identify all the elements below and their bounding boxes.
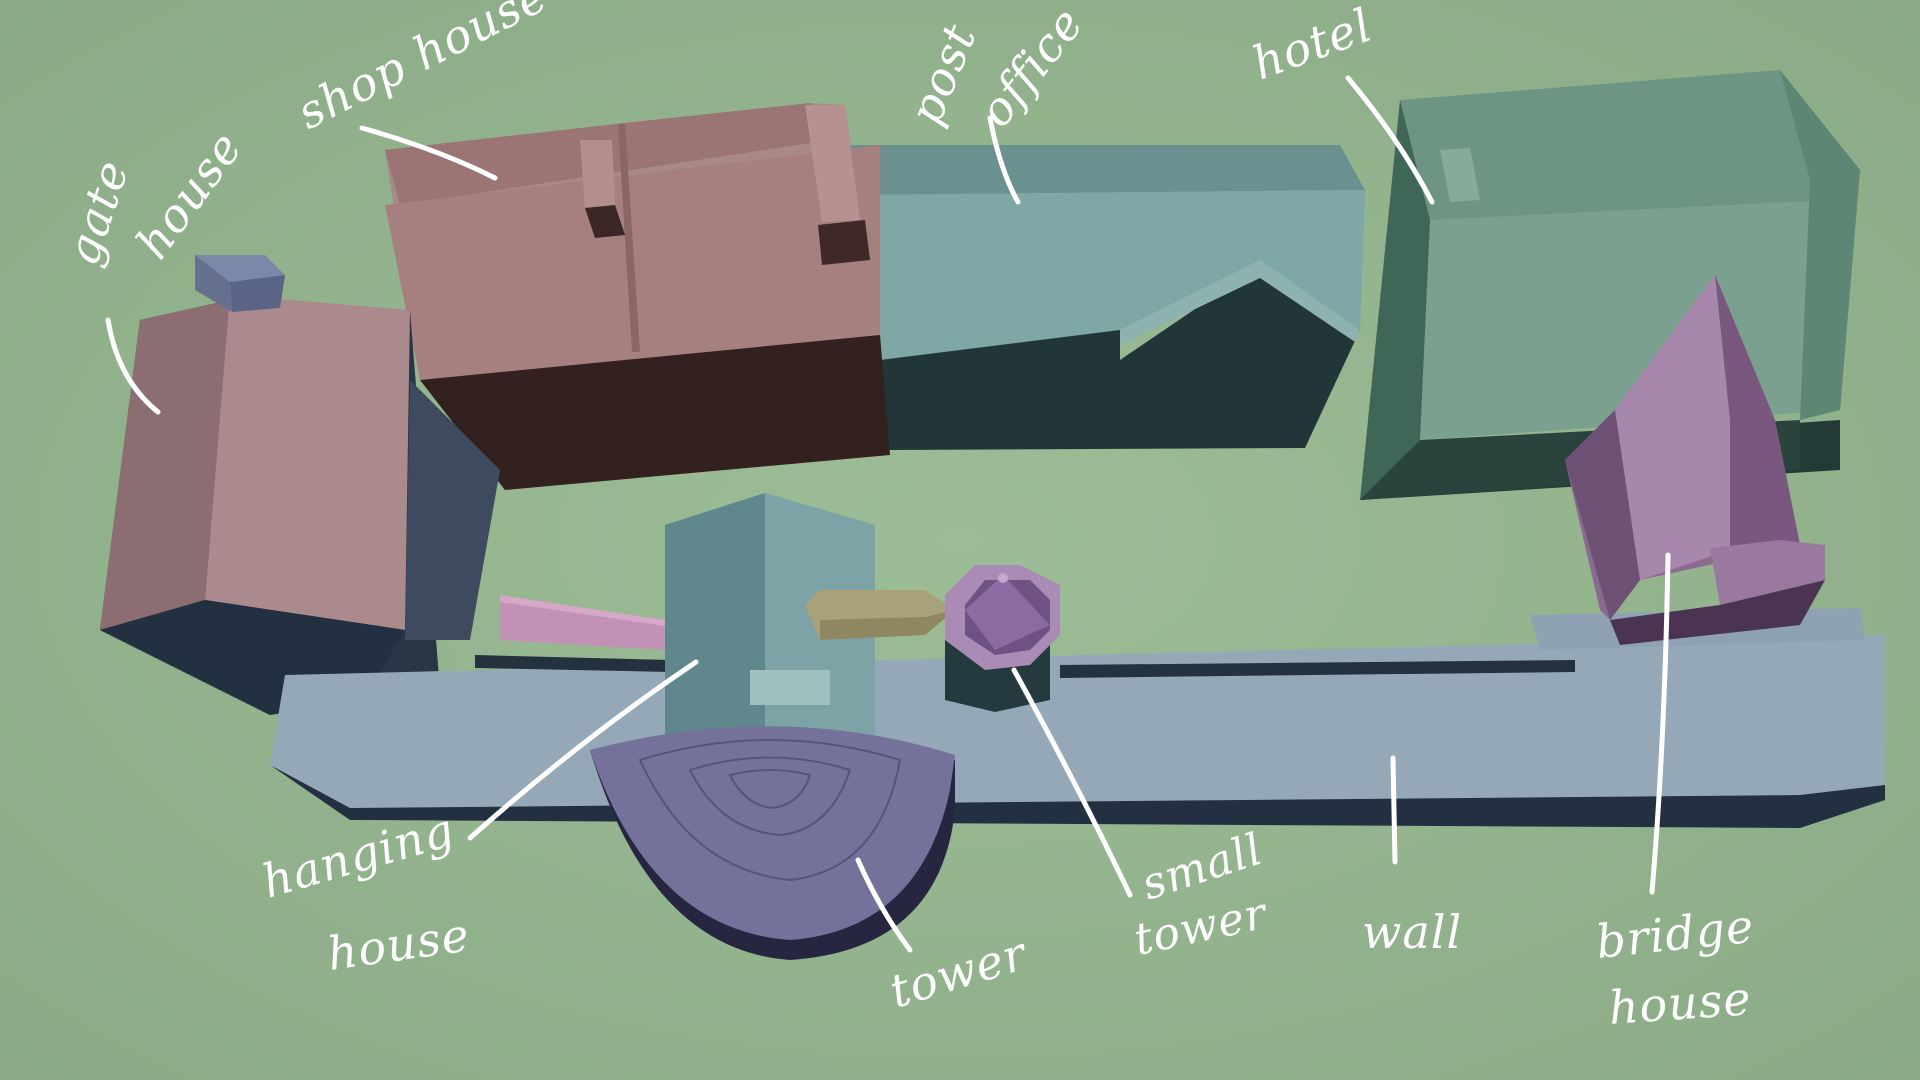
bridge-house-building <box>1565 275 1825 645</box>
leader-bridge-house <box>1649 552 1671 895</box>
small-tower-structure <box>945 565 1060 712</box>
leader-hanging-house <box>467 659 699 841</box>
leader-tower <box>855 857 913 953</box>
leader-lines <box>105 75 1671 953</box>
leader-wall <box>1390 755 1398 865</box>
tower-structure <box>590 726 955 960</box>
label-bridge-house-line2: house <box>1607 971 1753 1035</box>
label-wall-line1: wall <box>1362 905 1462 959</box>
gate-house-building <box>100 255 500 715</box>
label-wall: wall <box>1362 905 1462 959</box>
post-office-building <box>850 145 1365 450</box>
leader-post-office <box>987 115 1021 205</box>
leader-gate-house <box>105 317 161 415</box>
bridge-walkway <box>805 590 955 640</box>
leader-shop-house <box>359 125 498 181</box>
hanging-house-building <box>665 493 875 755</box>
leader-hotel <box>1345 75 1435 205</box>
shop-house-building <box>385 103 890 490</box>
leader-small-tower <box>1011 667 1133 898</box>
stairs <box>500 595 665 650</box>
